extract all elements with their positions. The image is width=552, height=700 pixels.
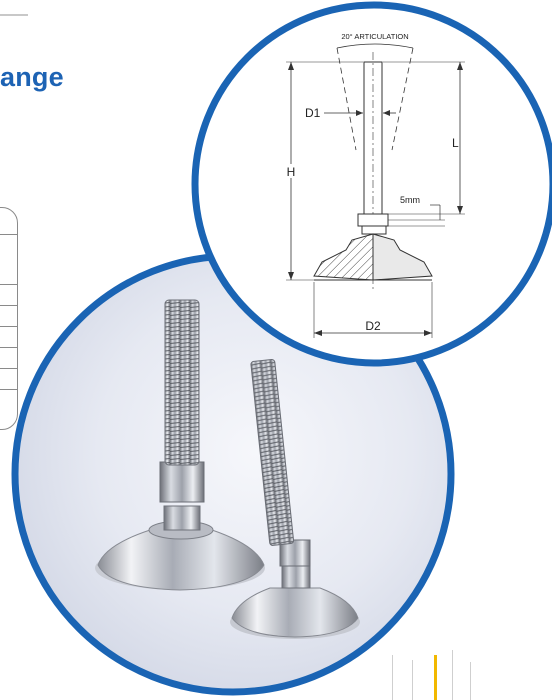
articulation-line-right bbox=[391, 47, 414, 151]
articulation-arc bbox=[336, 43, 414, 49]
table-divider bbox=[0, 368, 17, 369]
diagram-ball bbox=[361, 225, 387, 235]
top-rule bbox=[0, 14, 28, 16]
leveling-foot-large bbox=[95, 299, 265, 591]
articulation-label: 20° ARTICULATION bbox=[341, 32, 408, 41]
accent-bar bbox=[434, 655, 437, 700]
decor-line bbox=[470, 662, 471, 700]
decor-line bbox=[412, 660, 413, 700]
table-divider bbox=[0, 284, 17, 285]
h-label: H bbox=[287, 165, 296, 179]
leveling-foot-small bbox=[230, 359, 360, 639]
page-heading: ange bbox=[0, 62, 64, 92]
decor-line bbox=[392, 655, 393, 700]
diagram-nut bbox=[357, 213, 389, 227]
d2-label: D2 bbox=[365, 319, 381, 333]
articulation-line-left bbox=[336, 47, 357, 151]
l-label: L bbox=[452, 136, 459, 150]
table-divider bbox=[0, 305, 17, 306]
decor-line bbox=[452, 650, 453, 700]
table-divider bbox=[0, 326, 17, 327]
table-divider bbox=[0, 234, 17, 235]
d1-label: D1 bbox=[305, 106, 321, 120]
table-divider bbox=[0, 389, 17, 390]
table-divider bbox=[0, 347, 17, 348]
gap-label: 5mm bbox=[400, 195, 420, 205]
